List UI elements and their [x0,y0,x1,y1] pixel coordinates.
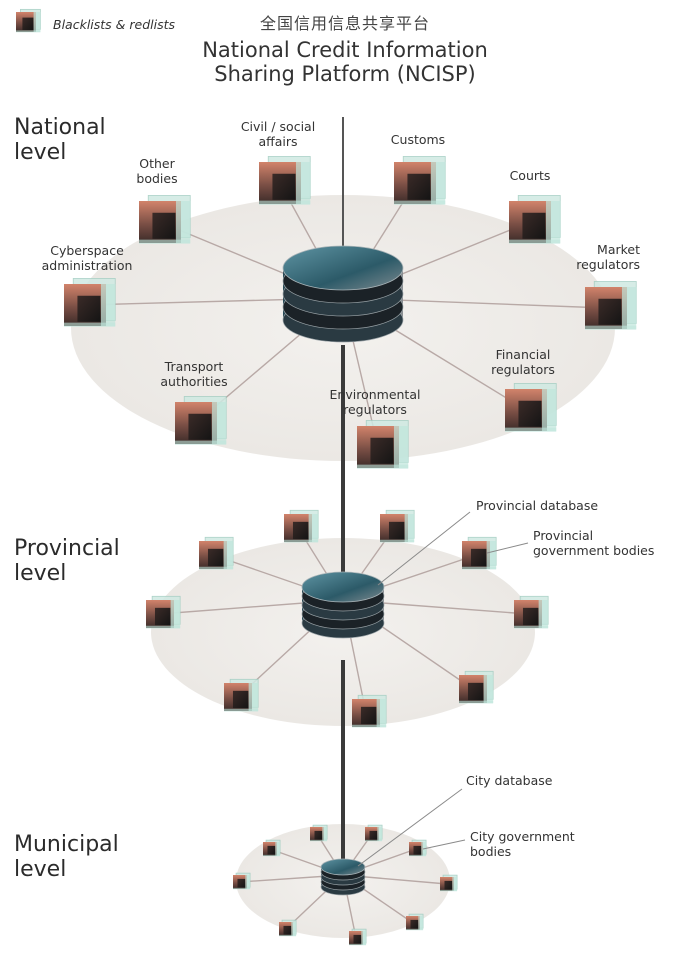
label-provincial-database: Provincial database [476,498,599,513]
municipal-body-cube-icon [349,928,367,946]
label-cyberspace-administration: Cyberspace administration [41,243,133,273]
provincial-body-cube-icon [146,595,181,629]
city-database-icon [320,858,366,896]
national-body-cube-icon [357,420,409,469]
provincial-body-cube-icon [199,536,234,570]
national-body-cube-icon [175,396,227,445]
level-municipal: Municipal level [14,832,119,882]
level-provincial: Provincial level [14,536,120,586]
provincial-body-cube-icon [462,536,497,570]
provincial-body-cube-icon [380,509,415,543]
label-courts: Courts [509,168,551,183]
provincial-body-cube-icon [224,678,259,712]
label-other-bodies: Other bodies [136,156,178,186]
label-city-database: City database [466,773,553,788]
city-government-leader [422,839,466,850]
label-city-government-bodies: City government bodies [470,829,575,859]
label-customs: Customs [390,132,446,147]
municipal-body-cube-icon [440,874,458,892]
label-environmental-regulators: Environmental regulators [329,387,421,417]
legend-cube-icon [16,8,41,33]
provincial-body-cube-icon [459,670,494,704]
label-transport-authorities: Transport authorities [160,359,228,389]
legend-label: Blacklists & redlists [53,17,176,32]
provincial-body-cube-icon [352,694,387,728]
title-english: National Credit Information Sharing Plat… [202,38,488,86]
level-national: National level [14,115,106,165]
provincial-body-cube-icon [514,595,549,629]
national-body-cube-icon [64,278,116,327]
city-database-leader [357,788,463,867]
label-provincial-government-bodies: Provincial government bodies [533,528,655,558]
provincial-database-leader [377,511,471,586]
provincial-government-leader [486,542,529,554]
municipal-body-cube-icon [409,839,427,857]
legend-cube-shape [16,8,41,33]
municipal-body-cube-icon [310,824,328,842]
provincial-body-cube-icon [284,509,319,543]
title-chinese: 全国信用信息共享平台 [259,14,430,33]
national-body-cube-icon [505,383,557,432]
national-body-cube-icon [509,195,561,244]
municipal-body-cube-icon [263,839,281,857]
label-civil-social-affairs: Civil / social affairs [240,119,316,149]
national-body-cube-icon [394,156,446,205]
national-body-cube-icon [259,156,311,205]
municipal-body-cube-icon [233,872,251,890]
label-financial-regulators: Financial regulators [491,347,555,377]
municipal-body-cube-icon [279,919,297,937]
label-market-regulators: Market regulators [576,242,640,272]
national-body-cube-icon [585,281,637,330]
national-body-cube-icon [139,195,191,244]
municipal-body-cube-icon [365,824,383,842]
national-database-icon [282,245,404,343]
provincial-database-icon [301,571,385,639]
municipal-body-cube-icon [406,913,424,931]
